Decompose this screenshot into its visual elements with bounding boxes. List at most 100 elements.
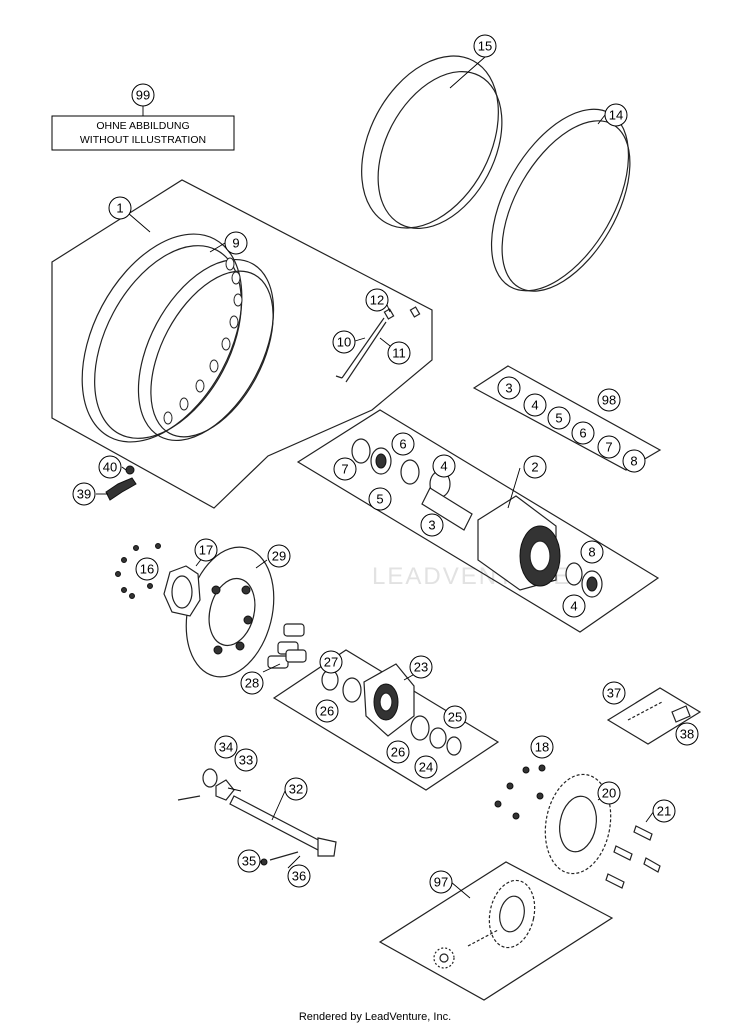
- callout-23: 23: [409, 655, 433, 679]
- callout-2: 2: [523, 455, 547, 479]
- callout-8: 8: [580, 540, 604, 564]
- svg-text:4: 4: [440, 459, 447, 474]
- svg-text:7: 7: [341, 462, 348, 477]
- callout-11: 11: [387, 341, 411, 365]
- callout-1: 1: [108, 196, 132, 220]
- svg-text:12: 12: [370, 293, 384, 308]
- axle-32: [177, 768, 337, 866]
- svg-text:20: 20: [602, 786, 616, 801]
- leader-lines: [96, 56, 655, 899]
- callout-5-kit: 5: [547, 406, 571, 430]
- svg-text:23: 23: [414, 660, 428, 675]
- svg-text:10: 10: [337, 335, 351, 350]
- svg-text:24: 24: [419, 760, 433, 775]
- callout-12: 12: [365, 288, 389, 312]
- svg-text:9: 9: [232, 236, 239, 251]
- note-box: [51, 115, 235, 151]
- screws-21: [605, 825, 661, 889]
- svg-text:4: 4: [531, 398, 538, 413]
- callout-25: 25: [443, 705, 467, 729]
- svg-text:4: 4: [570, 599, 577, 614]
- chain-link-37: [627, 701, 691, 723]
- callout-38: 38: [675, 722, 699, 746]
- callout-32: 32: [284, 777, 308, 801]
- svg-text:18: 18: [535, 740, 549, 755]
- sprocket-carrier-23: [321, 663, 462, 756]
- svg-text:97: 97: [434, 875, 448, 890]
- svg-text:15: 15: [478, 39, 492, 54]
- footer-credit: Rendered by LeadVenture, Inc.: [298, 1011, 452, 1023]
- callout-6: 6: [391, 432, 415, 456]
- svg-text:38: 38: [680, 727, 694, 742]
- svg-text:33: 33: [239, 753, 253, 768]
- svg-text:36: 36: [292, 869, 306, 884]
- callout-3-kit: 3: [497, 376, 521, 400]
- callout-40: 40: [98, 455, 122, 479]
- callout-4-kit: 4: [523, 393, 547, 417]
- svg-text:1: 1: [116, 201, 123, 216]
- callout-18: 18: [530, 735, 554, 759]
- svg-text:7: 7: [605, 440, 612, 455]
- callout-39: 39: [72, 482, 96, 506]
- callout-9: 9: [224, 231, 248, 255]
- svg-text:98: 98: [602, 393, 616, 408]
- callout-27: 27: [319, 650, 343, 674]
- svg-text:29: 29: [272, 549, 286, 564]
- svg-text:6: 6: [399, 437, 406, 452]
- svg-text:37: 37: [607, 686, 621, 701]
- note-line-2: WITHOUT ILLUSTRATION: [80, 134, 206, 146]
- callout-37: 37: [602, 681, 626, 705]
- callout-29: 29: [267, 544, 291, 568]
- callout-28: 28: [240, 671, 264, 695]
- svg-text:99: 99: [136, 88, 150, 103]
- hub-2: [351, 438, 603, 598]
- callout-6-kit: 6: [571, 421, 595, 445]
- svg-text:8: 8: [588, 545, 595, 560]
- svg-text:5: 5: [376, 492, 383, 507]
- callout-4-hub: 4: [562, 594, 586, 618]
- svg-text:17: 17: [199, 543, 213, 558]
- group-outline-bearings-kit: [472, 365, 662, 471]
- callout-21: 21: [652, 799, 676, 823]
- callout-7: 7: [333, 457, 357, 481]
- svg-text:26: 26: [391, 745, 405, 760]
- spoke-and-nipple: [335, 306, 421, 383]
- callout-17: 17: [194, 538, 218, 562]
- rear-sprocket-20: [544, 773, 612, 875]
- group-outline-chain-kit: [378, 861, 614, 1001]
- callout-7-kit: 7: [597, 435, 621, 459]
- svg-text:16: 16: [140, 562, 154, 577]
- svg-text:6: 6: [579, 426, 586, 441]
- svg-text:8: 8: [630, 454, 637, 469]
- svg-text:28: 28: [245, 676, 259, 691]
- callout-33: 33: [234, 748, 258, 772]
- nuts-18: [494, 764, 546, 820]
- callouts: 99 15 14 1 9 12 10 11 98 3 4 5 6 7 8 2 3…: [72, 34, 699, 894]
- callout-99: 99: [131, 83, 155, 107]
- callout-36: 36: [287, 864, 311, 888]
- svg-text:40: 40: [103, 460, 117, 475]
- dampers-28: [267, 623, 307, 669]
- callout-26: 26: [315, 699, 339, 723]
- callout-34: 34: [214, 735, 238, 759]
- svg-text:25: 25: [448, 710, 462, 725]
- bolts-16: [115, 543, 161, 599]
- callout-24: 24: [414, 755, 438, 779]
- note-line-1: OHNE ABBILDUNG: [96, 120, 189, 132]
- callout-4: 4: [432, 454, 456, 478]
- tire-15: [361, 55, 503, 229]
- callout-5: 5: [368, 487, 392, 511]
- svg-text:32: 32: [289, 782, 303, 797]
- svg-text:39: 39: [77, 487, 91, 502]
- group-outline-wheel: [51, 179, 433, 509]
- svg-text:5: 5: [555, 411, 562, 426]
- callout-35: 35: [237, 849, 261, 873]
- svg-text:14: 14: [609, 108, 623, 123]
- callout-14: 14: [604, 103, 628, 127]
- callout-97: 97: [429, 870, 453, 894]
- svg-text:34: 34: [219, 740, 233, 755]
- valve: [105, 465, 137, 501]
- svg-text:3: 3: [505, 381, 512, 396]
- svg-text:2: 2: [531, 460, 538, 475]
